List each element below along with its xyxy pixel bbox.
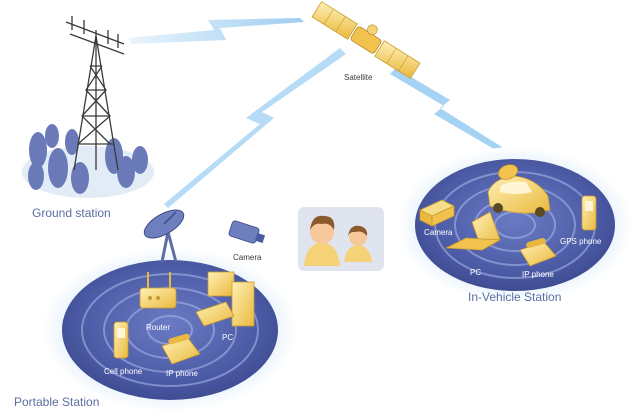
camera-label-portable: Camera — [233, 253, 262, 262]
car-icon — [487, 164, 551, 217]
camera-icon — [228, 220, 266, 244]
laptop-icon — [444, 211, 502, 251]
router-icon — [139, 272, 177, 309]
camera-icon — [419, 199, 455, 227]
radio-tower-icon — [65, 16, 125, 171]
ip-phone-label-vehicle: IP phone — [522, 270, 554, 279]
satellite-label: Satellite — [344, 73, 373, 82]
gps-phone-icon — [581, 195, 597, 231]
user-avatar-icon — [344, 225, 372, 262]
ground-station-label: Ground station — [32, 206, 111, 220]
pc-icon — [195, 271, 255, 327]
link-satellite-vehicle — [390, 68, 510, 156]
ground-station — [22, 16, 154, 198]
user-avatar-icon — [304, 215, 340, 266]
users-panel — [298, 207, 384, 271]
router-label: Router — [146, 323, 170, 332]
pc-label-portable: PC — [222, 333, 233, 342]
satellite-dish-icon — [143, 209, 185, 263]
satellite-icon — [311, 1, 421, 79]
portable-station-label: Portable Station — [14, 395, 99, 409]
gps-phone-label: GPS phone — [560, 237, 602, 246]
link-satellite-portable — [164, 48, 346, 208]
ip-phone-icon — [519, 238, 557, 267]
ip-phone-icon — [161, 333, 201, 365]
cell-phone-label: Cell phone — [104, 367, 143, 376]
link-tower-satellite — [128, 18, 304, 44]
ip-phone-label-portable: IP phone — [166, 369, 198, 378]
pc-label-vehicle: PC — [470, 268, 481, 277]
tree-icons — [28, 124, 148, 194]
cell-phone-icon — [113, 321, 129, 359]
vehicle-station-label: In-Vehicle Station — [468, 290, 561, 304]
camera-label-vehicle: Camera — [424, 228, 453, 237]
